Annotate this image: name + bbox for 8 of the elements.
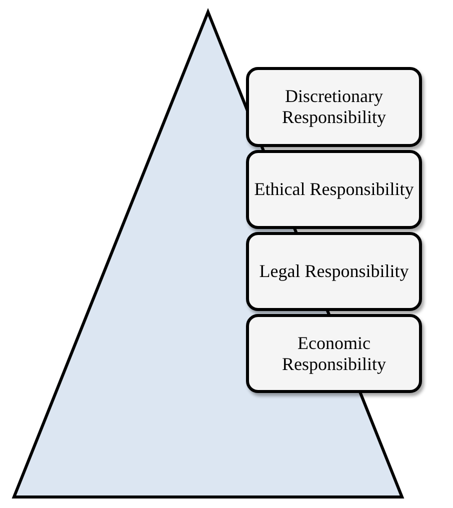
responsibility-box bbox=[246, 150, 422, 229]
box-label: Legal Responsibility bbox=[259, 261, 409, 282]
box-label: Discretionary Responsibility bbox=[280, 86, 387, 128]
box-label: Economic Responsibility bbox=[280, 332, 387, 374]
responsibility-box bbox=[246, 314, 422, 393]
box-label: Ethical Responsibility bbox=[254, 179, 414, 200]
responsibility-box bbox=[246, 67, 422, 147]
responsibility-box bbox=[246, 232, 422, 311]
